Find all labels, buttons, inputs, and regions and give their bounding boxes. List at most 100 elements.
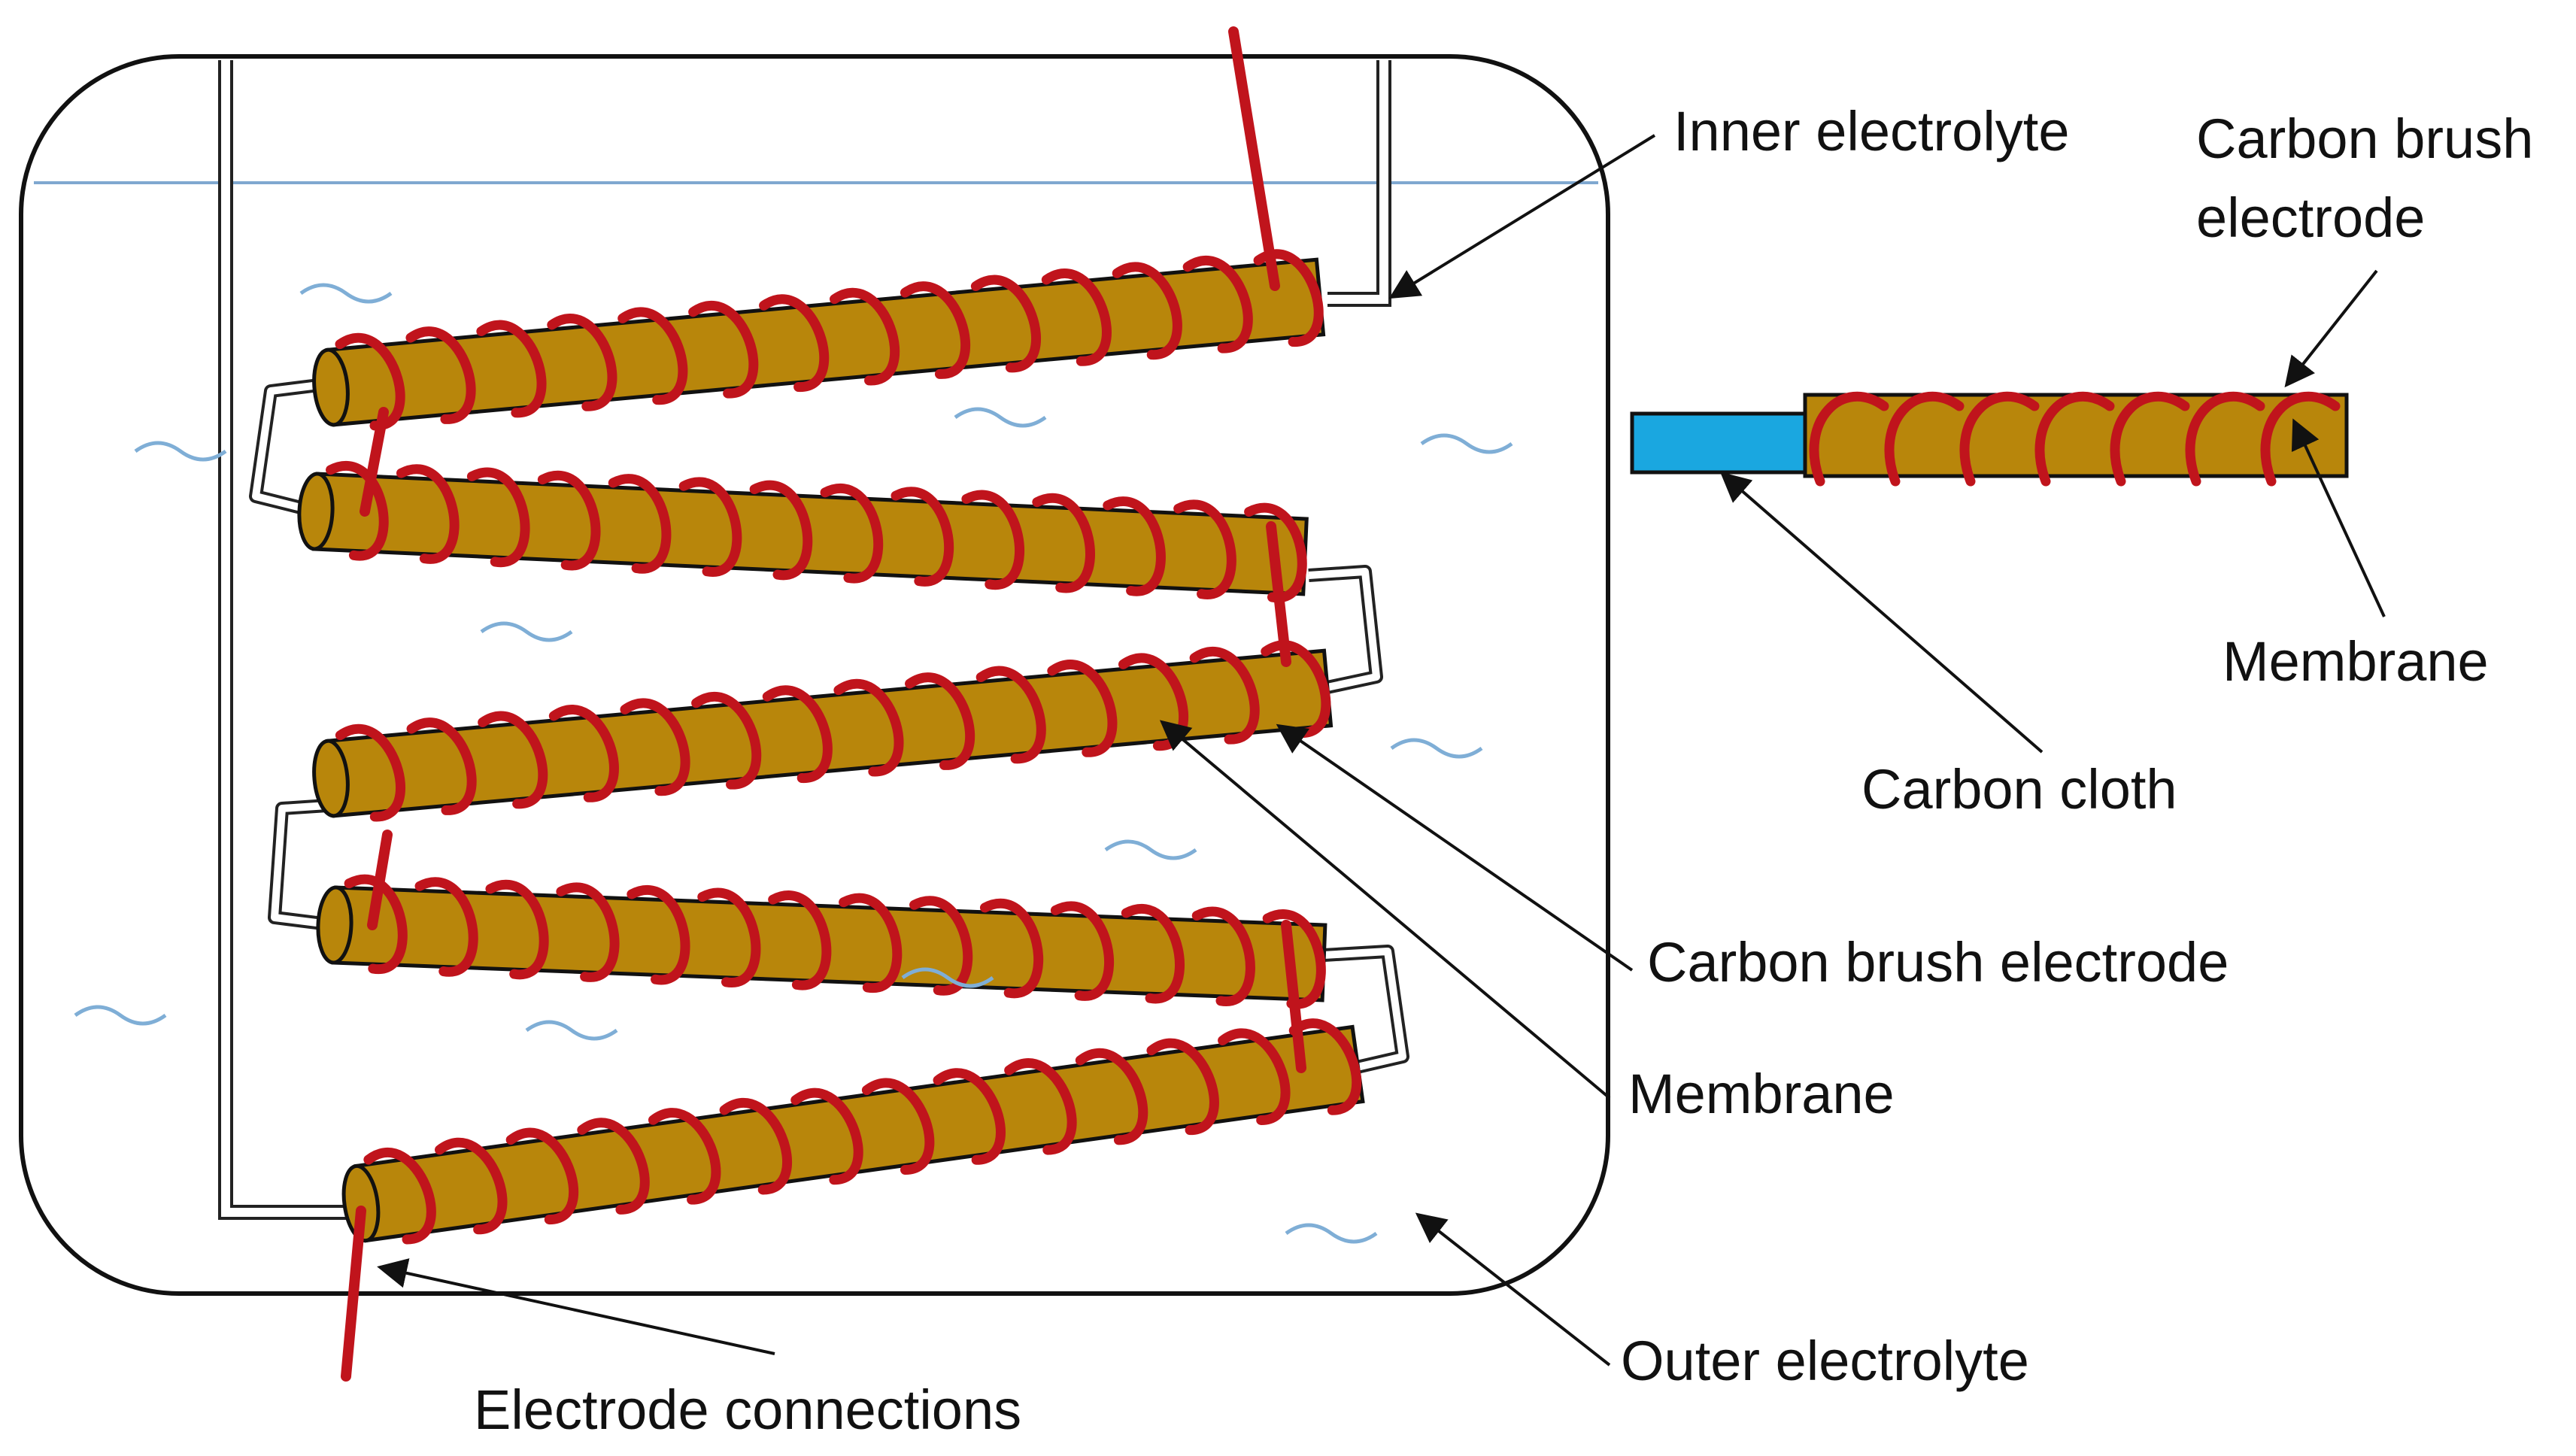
membrane-coil-loop [344,874,408,975]
detail-coil-loop [1959,392,2040,487]
membrane-coil-loop [648,1108,721,1205]
electrolyte-wave [1390,738,1483,759]
membrane-coil-loop [577,1118,650,1215]
electrolyte-wave [901,967,994,988]
membrane-coil-loop [762,685,833,784]
membrane-coil-loop [396,464,460,564]
membrane-coil-loop [891,487,954,587]
membrane-coil-loop [861,1078,935,1175]
electrolyte-wave [1285,1223,1378,1244]
membrane-coil-loop [790,1087,863,1185]
electrolyte-wave [525,1020,618,1041]
detail-coil-loop [2034,392,2115,487]
membrane-coil-loop [900,281,971,379]
membrane-coil-loop [678,477,742,577]
detail-coil-loop [1884,392,1965,487]
membrane-coil-loop [1075,1048,1148,1145]
carbon-brush-electrode-4 [316,874,1327,1009]
membrane-coil-loop [537,470,601,571]
membrane-coil-loop [691,691,762,790]
membrane-coil-loop [627,884,690,985]
detail-coil-loop [2185,392,2265,487]
label-carbon-cloth: Carbon cloth [1861,758,2177,821]
membrane-coil-loop [1004,1058,1077,1155]
membrane-coil-loop [688,300,759,399]
membrane-coil-loop [759,294,830,393]
label-outer-electrolyte: Outer electrolyte [1621,1330,2029,1392]
membrane-coil-loop [839,893,903,993]
membrane-coil-loop [1146,1038,1219,1136]
membrane-coil-loop [1103,496,1166,596]
membrane-coil-loop [363,1148,436,1245]
electrolyte-wave [1420,433,1513,454]
membrane-coil-loop [749,480,813,581]
membrane-coil-loop [478,711,548,809]
membrane-coil-loop [970,275,1042,373]
electrode-connectors [249,377,1409,1075]
membrane-coil-loop [961,490,1025,590]
label-carbon-brush-electrode: Carbon brush electrode [1647,931,2229,993]
membrane-coil-loop [719,1098,793,1195]
membrane-coil-loop [476,320,547,418]
label-electrode-connections: Electrode connections [474,1379,1021,1441]
membrane-coil-loop [1112,262,1182,360]
carbon-brush-electrode-1 [312,249,1326,431]
detail-membrane-coil [1809,392,2341,487]
electrolyte-wave [134,441,227,462]
membrane-coil-loop [548,705,619,802]
electrolyte-waves [74,283,1513,1244]
membrane-coil-loop [975,666,1046,764]
electrolyte-wave [954,407,1047,428]
membrane-coil-loop [1047,660,1118,757]
membrane-coil-loop [830,287,900,386]
label-membrane: Membrane [1628,1063,1895,1125]
detail-coil-loop [2260,392,2341,487]
membrane-coil-loop [547,314,617,411]
membrane-coil-loop [905,672,975,770]
membrane-coil-loop [833,678,904,777]
membrane-coil-loop [1032,493,1095,593]
membrane-coil-loop [406,717,477,815]
membrane-coil-loop [326,461,389,561]
membrane-coil-loop [1191,906,1255,1006]
electrolyte-wave [1104,839,1197,860]
membrane-coil-loop [1050,901,1115,1001]
electrolyte-wave [299,283,393,304]
membrane-coil-loop [1173,499,1236,599]
membrane-coil-loop [1288,1018,1362,1115]
leader-lines [377,134,2386,1367]
membrane-coil-loop [617,307,688,405]
membrane-coil-loop [1182,255,1253,353]
carbon-brush-electrode-5 [341,1018,1365,1245]
membrane-coil-loop [435,1138,508,1235]
carbon-cloth-strip [1630,411,1815,475]
electrolyte-wave [74,1005,167,1026]
membrane-coil-loop [405,326,476,424]
electrolyte-wave [480,621,573,642]
membrane-coil-loop [820,484,884,584]
membrane-coil-loop [1218,1028,1291,1125]
detail-coil-loop [1809,392,1889,487]
membrane-coil-loop [335,723,406,822]
membrane-coil-loop [697,887,761,987]
membrane-coil-loop [1244,502,1307,603]
membrane-coil-loop [335,332,405,431]
label-carbon-brush-electrode-right-2: electrode [2196,187,2425,249]
membrane-coil-loop [1121,903,1185,1004]
membrane-coil-loop [1253,249,1324,347]
membrane-coil-loop [505,1127,579,1225]
membrane-coil-loop [979,898,1044,999]
membrane-coil-loop [414,877,478,977]
membrane-coil-loop [933,1068,1006,1165]
label-inner-electrolyte: Inner electrolyte [1673,100,2070,162]
membrane-coil-loop [1041,268,1112,366]
membrane-coil-loop [485,879,549,980]
carbon-brush-electrodes [297,249,1365,1245]
membrane-coil-loop [1189,646,1260,745]
membrane-coil-loop [466,467,530,568]
electrode-detail [1630,392,2349,487]
detail-coil-loop [2110,392,2190,487]
label-carbon-brush-electrode-right-1: Carbon brush [2196,108,2533,170]
